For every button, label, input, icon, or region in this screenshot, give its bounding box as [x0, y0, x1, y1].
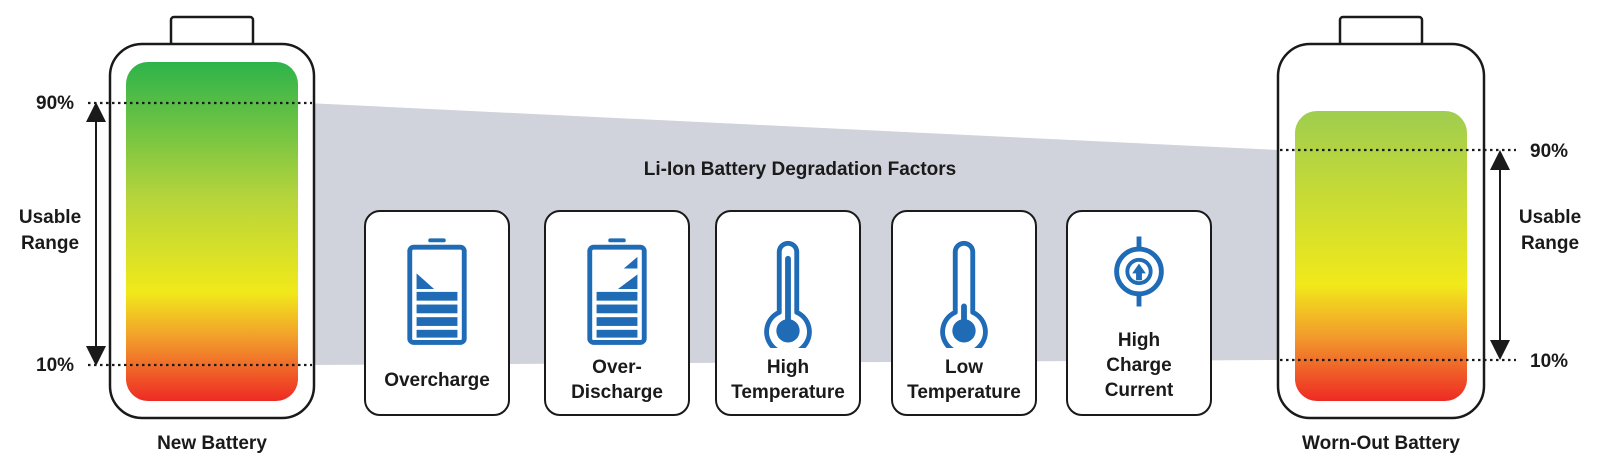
worn-battery-fill	[1295, 111, 1467, 401]
new-range-label-line2: Range	[20, 233, 80, 254]
factor-label: Overcharge	[384, 370, 490, 391]
factor-card-high-temperature: High Temperature	[715, 210, 861, 416]
factor-card-low-temperature: Low Temperature	[891, 210, 1037, 416]
factor-label: High Charge Current	[1104, 330, 1174, 401]
thermometer-low-icon	[940, 240, 988, 348]
worn-battery	[1276, 15, 1486, 420]
new-battery-fill	[126, 62, 298, 401]
new-battery	[108, 15, 316, 420]
worn-battery-terminal	[1338, 15, 1424, 47]
factor-label: Over- Discharge	[571, 357, 663, 403]
new-upper-label: 90%	[36, 93, 75, 114]
charge-current-icon	[1114, 236, 1164, 307]
new-battery-terminal	[169, 15, 255, 47]
new-battery-caption: New Battery	[157, 433, 267, 454]
factor-card-high-charge-current: High Charge Current	[1066, 210, 1212, 416]
worn-lower-label: 10%	[1530, 351, 1569, 372]
factor-label: High Temperature	[731, 357, 845, 403]
worn-range-label-line2: Range	[1520, 233, 1580, 254]
factor-label: Low Temperature	[907, 357, 1021, 403]
factor-card-overdischarge: Over- Discharge	[544, 210, 690, 416]
new-lower-label: 10%	[36, 355, 75, 376]
worn-range-label-line1: Usable	[1518, 207, 1582, 228]
worn-upper-label: 90%	[1530, 141, 1569, 162]
diagram-title: Li-Ion Battery Degradation Factors	[643, 159, 957, 180]
worn-battery-caption: Worn-Out Battery	[1302, 433, 1460, 454]
battery-overdischarge-icon	[587, 238, 647, 345]
thermometer-high-icon	[764, 240, 812, 348]
battery-overcharge-icon	[407, 238, 467, 345]
factor-card-overcharge: Overcharge	[364, 210, 510, 416]
new-range-label-line1: Usable	[18, 207, 82, 228]
